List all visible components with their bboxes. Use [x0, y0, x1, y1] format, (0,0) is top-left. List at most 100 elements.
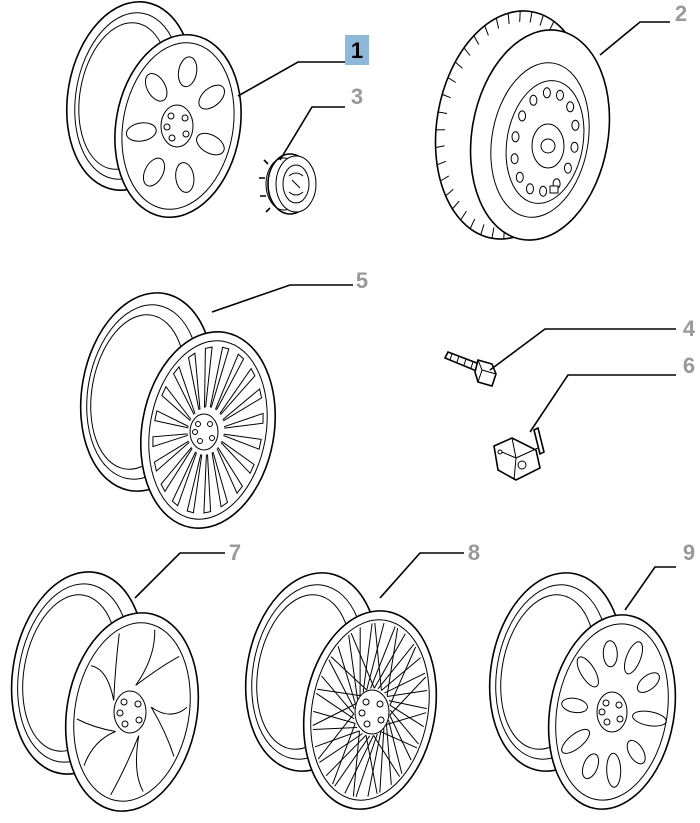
wire-spoke [334, 735, 371, 787]
vent-hole [511, 131, 520, 143]
alloy-wheel-oval-spoke-icon[interactable] [52, 0, 255, 227]
spoke [222, 388, 263, 422]
wire-spoke [317, 713, 355, 760]
callout-1[interactable]: 1 [351, 38, 363, 63]
callout-9[interactable]: 9 [683, 540, 695, 565]
tread-block [519, 11, 521, 23]
spoke [76, 718, 116, 766]
spoke [154, 410, 189, 429]
spoke [219, 367, 256, 416]
alloy-wheel-multi-spoke-icon[interactable] [66, 282, 291, 539]
wire-spoke [312, 727, 358, 730]
spoke-window [144, 73, 168, 102]
wire-spoke [362, 623, 373, 693]
vent-hole [518, 110, 527, 122]
wire-spoke [370, 626, 396, 689]
tread-block [469, 218, 476, 229]
spoke-window [561, 697, 588, 714]
wire-spoke [332, 723, 356, 785]
tyre-pressure-valve-sensor-icon[interactable] [493, 426, 545, 481]
wire-spoke [380, 731, 418, 749]
spoke [135, 629, 180, 686]
wire-spoke [312, 703, 356, 726]
tread-block [507, 13, 510, 25]
vent-hole [571, 119, 580, 131]
alloy-wheel-wire-spoke-icon[interactable] [231, 562, 452, 820]
tread-block [454, 61, 463, 69]
spoke [203, 454, 212, 514]
wire-spoke [377, 643, 415, 690]
tread-block [484, 25, 489, 36]
spoke-window [561, 728, 591, 754]
spoke-window [177, 56, 198, 88]
callout-8[interactable]: 8 [468, 540, 480, 565]
spare-steel-wheel-with-tyre-icon[interactable] [418, 0, 625, 251]
callout-5[interactable]: 5 [356, 268, 368, 293]
vent-hole [563, 162, 572, 174]
vent-hole [542, 87, 551, 99]
center-hub-cap-icon[interactable] [259, 153, 317, 215]
spoke-window [636, 672, 660, 693]
spoke [211, 451, 229, 508]
spoke-window [142, 157, 166, 187]
spoke [161, 385, 192, 422]
callout-2[interactable]: 2 [675, 1, 687, 26]
wire-spoke [388, 719, 403, 774]
spoke [220, 440, 255, 475]
alloy-wheel-teardrop-spoke-icon[interactable] [475, 562, 690, 819]
wire-spoke [386, 627, 399, 697]
spoke [90, 633, 120, 701]
spoke-window [602, 640, 618, 668]
vent-hole [510, 153, 519, 165]
wire-spoke [366, 622, 385, 691]
wire-spoke [350, 633, 375, 689]
tread-block [491, 227, 495, 239]
spoke [173, 365, 196, 415]
tread-block [440, 175, 450, 182]
spoke [209, 346, 230, 408]
spoke [160, 446, 193, 493]
vent-hole [566, 101, 575, 113]
wire-spoke [379, 728, 385, 793]
tread-block [436, 160, 447, 166]
spoke [150, 706, 188, 757]
spoke-window [623, 641, 644, 675]
wire-spoke [317, 688, 361, 697]
wire-spoke [389, 709, 419, 745]
wire-spoke [355, 733, 378, 798]
spoke [110, 735, 144, 796]
wire-spoke [365, 735, 378, 794]
callout-3[interactable]: 3 [351, 84, 363, 109]
callout-4[interactable]: 4 [683, 316, 696, 341]
spoke [187, 352, 201, 411]
wire-spoke [386, 712, 427, 725]
wire-spoke [367, 731, 382, 797]
wire-spoke [373, 633, 406, 689]
wire-spoke [389, 704, 424, 728]
spoke [153, 440, 190, 472]
spoke-window [175, 162, 195, 193]
wire-spoke [316, 692, 355, 720]
wheel-bolt-icon[interactable] [443, 350, 497, 387]
spoke-window [581, 753, 600, 780]
spoke [223, 412, 264, 429]
vent-hole [539, 185, 548, 197]
wire-spoke [389, 646, 417, 706]
callout-labels: 1 2 3 4 5 6 7 8 9 [229, 1, 696, 565]
spoke-window [125, 122, 157, 142]
alloy-wheel-curved-spoke-icon[interactable] [0, 561, 213, 822]
spoke [152, 433, 189, 448]
callout-1-highlight [345, 35, 369, 65]
tread-block [452, 200, 460, 210]
tread-block [447, 77, 457, 83]
wire-spoke [348, 635, 358, 700]
callout-6[interactable]: 6 [683, 353, 695, 378]
spoke [204, 346, 213, 408]
wire-spoke [374, 622, 382, 691]
wire-spoke [388, 700, 427, 710]
tread-block [435, 145, 445, 149]
wire-spoke [373, 735, 401, 777]
tread-block [442, 93, 451, 99]
callout-7[interactable]: 7 [229, 540, 241, 565]
